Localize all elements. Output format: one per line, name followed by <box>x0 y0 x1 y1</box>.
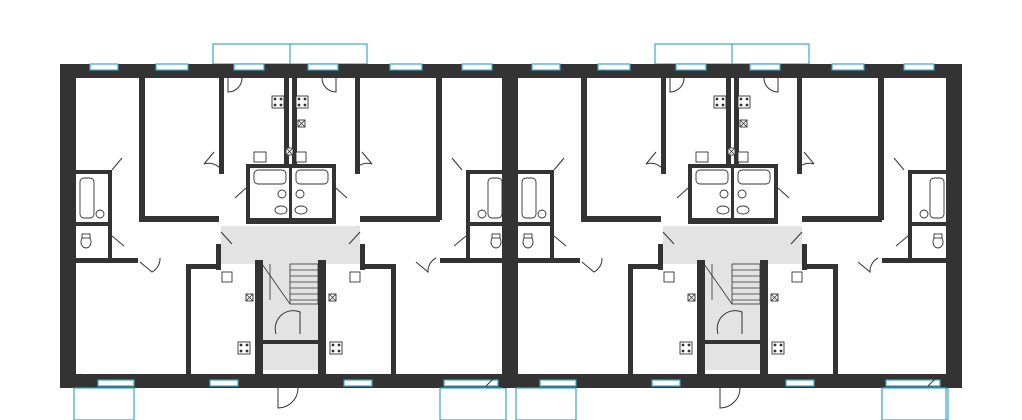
balcony-right-end <box>881 387 947 420</box>
toilets-and-sinks <box>80 151 502 283</box>
bathtubs <box>79 169 503 219</box>
staircase <box>261 263 319 305</box>
exterior-wall-left <box>60 64 76 388</box>
exterior-wall-right <box>946 64 962 388</box>
section-left <box>60 43 517 420</box>
exterior-wall-top <box>60 64 512 78</box>
ventilation-shafts <box>245 119 337 302</box>
exterior-wall-bottom <box>60 374 512 388</box>
windows-bottom <box>73 379 507 420</box>
interior-walls <box>76 78 507 374</box>
doors <box>79 77 499 409</box>
stoves <box>237 95 343 355</box>
windows-top <box>89 63 493 71</box>
section-right <box>501 43 960 420</box>
